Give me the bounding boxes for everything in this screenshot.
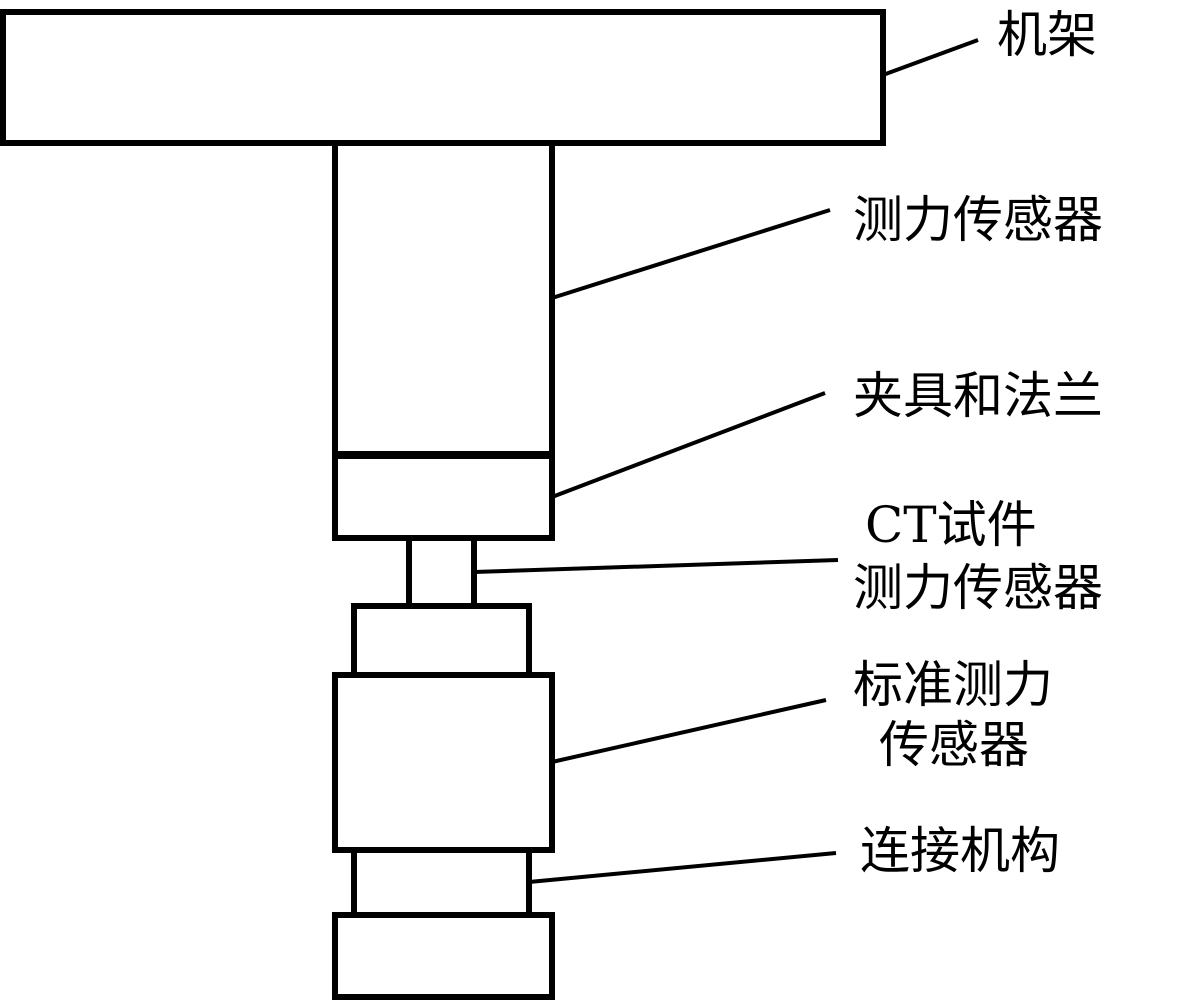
label-load-sensor: 测力传感器 bbox=[853, 191, 1103, 249]
standard-sensor-body bbox=[332, 672, 555, 853]
connector-body bbox=[351, 847, 532, 918]
frame-leader-line bbox=[882, 38, 979, 77]
label-connector: 连接机构 bbox=[860, 822, 1060, 880]
ct-specimen-body bbox=[406, 535, 477, 609]
standard-sensor-leader-line bbox=[551, 698, 827, 764]
fixture-leader-line bbox=[551, 391, 826, 499]
fixture-flange-body bbox=[332, 452, 555, 541]
frame-beam bbox=[0, 9, 886, 146]
load-sensor-body bbox=[332, 140, 555, 458]
ct-specimen-leader-line bbox=[473, 558, 839, 574]
upper-adapter-block bbox=[351, 603, 532, 678]
label-standard-sensor-line2: 传感器 bbox=[879, 716, 1029, 774]
base-block bbox=[332, 912, 555, 1000]
label-fixture-flange: 夹具和法兰 bbox=[853, 367, 1103, 425]
label-standard-sensor-line1: 标准测力 bbox=[853, 656, 1053, 714]
label-frame: 机架 bbox=[997, 6, 1097, 64]
label-ct-specimen-line1: CT试件 bbox=[865, 496, 1037, 554]
load-sensor-leader-line bbox=[551, 208, 831, 300]
label-ct-specimen-line2: 测力传感器 bbox=[853, 559, 1103, 617]
connector-leader-line bbox=[528, 851, 837, 884]
